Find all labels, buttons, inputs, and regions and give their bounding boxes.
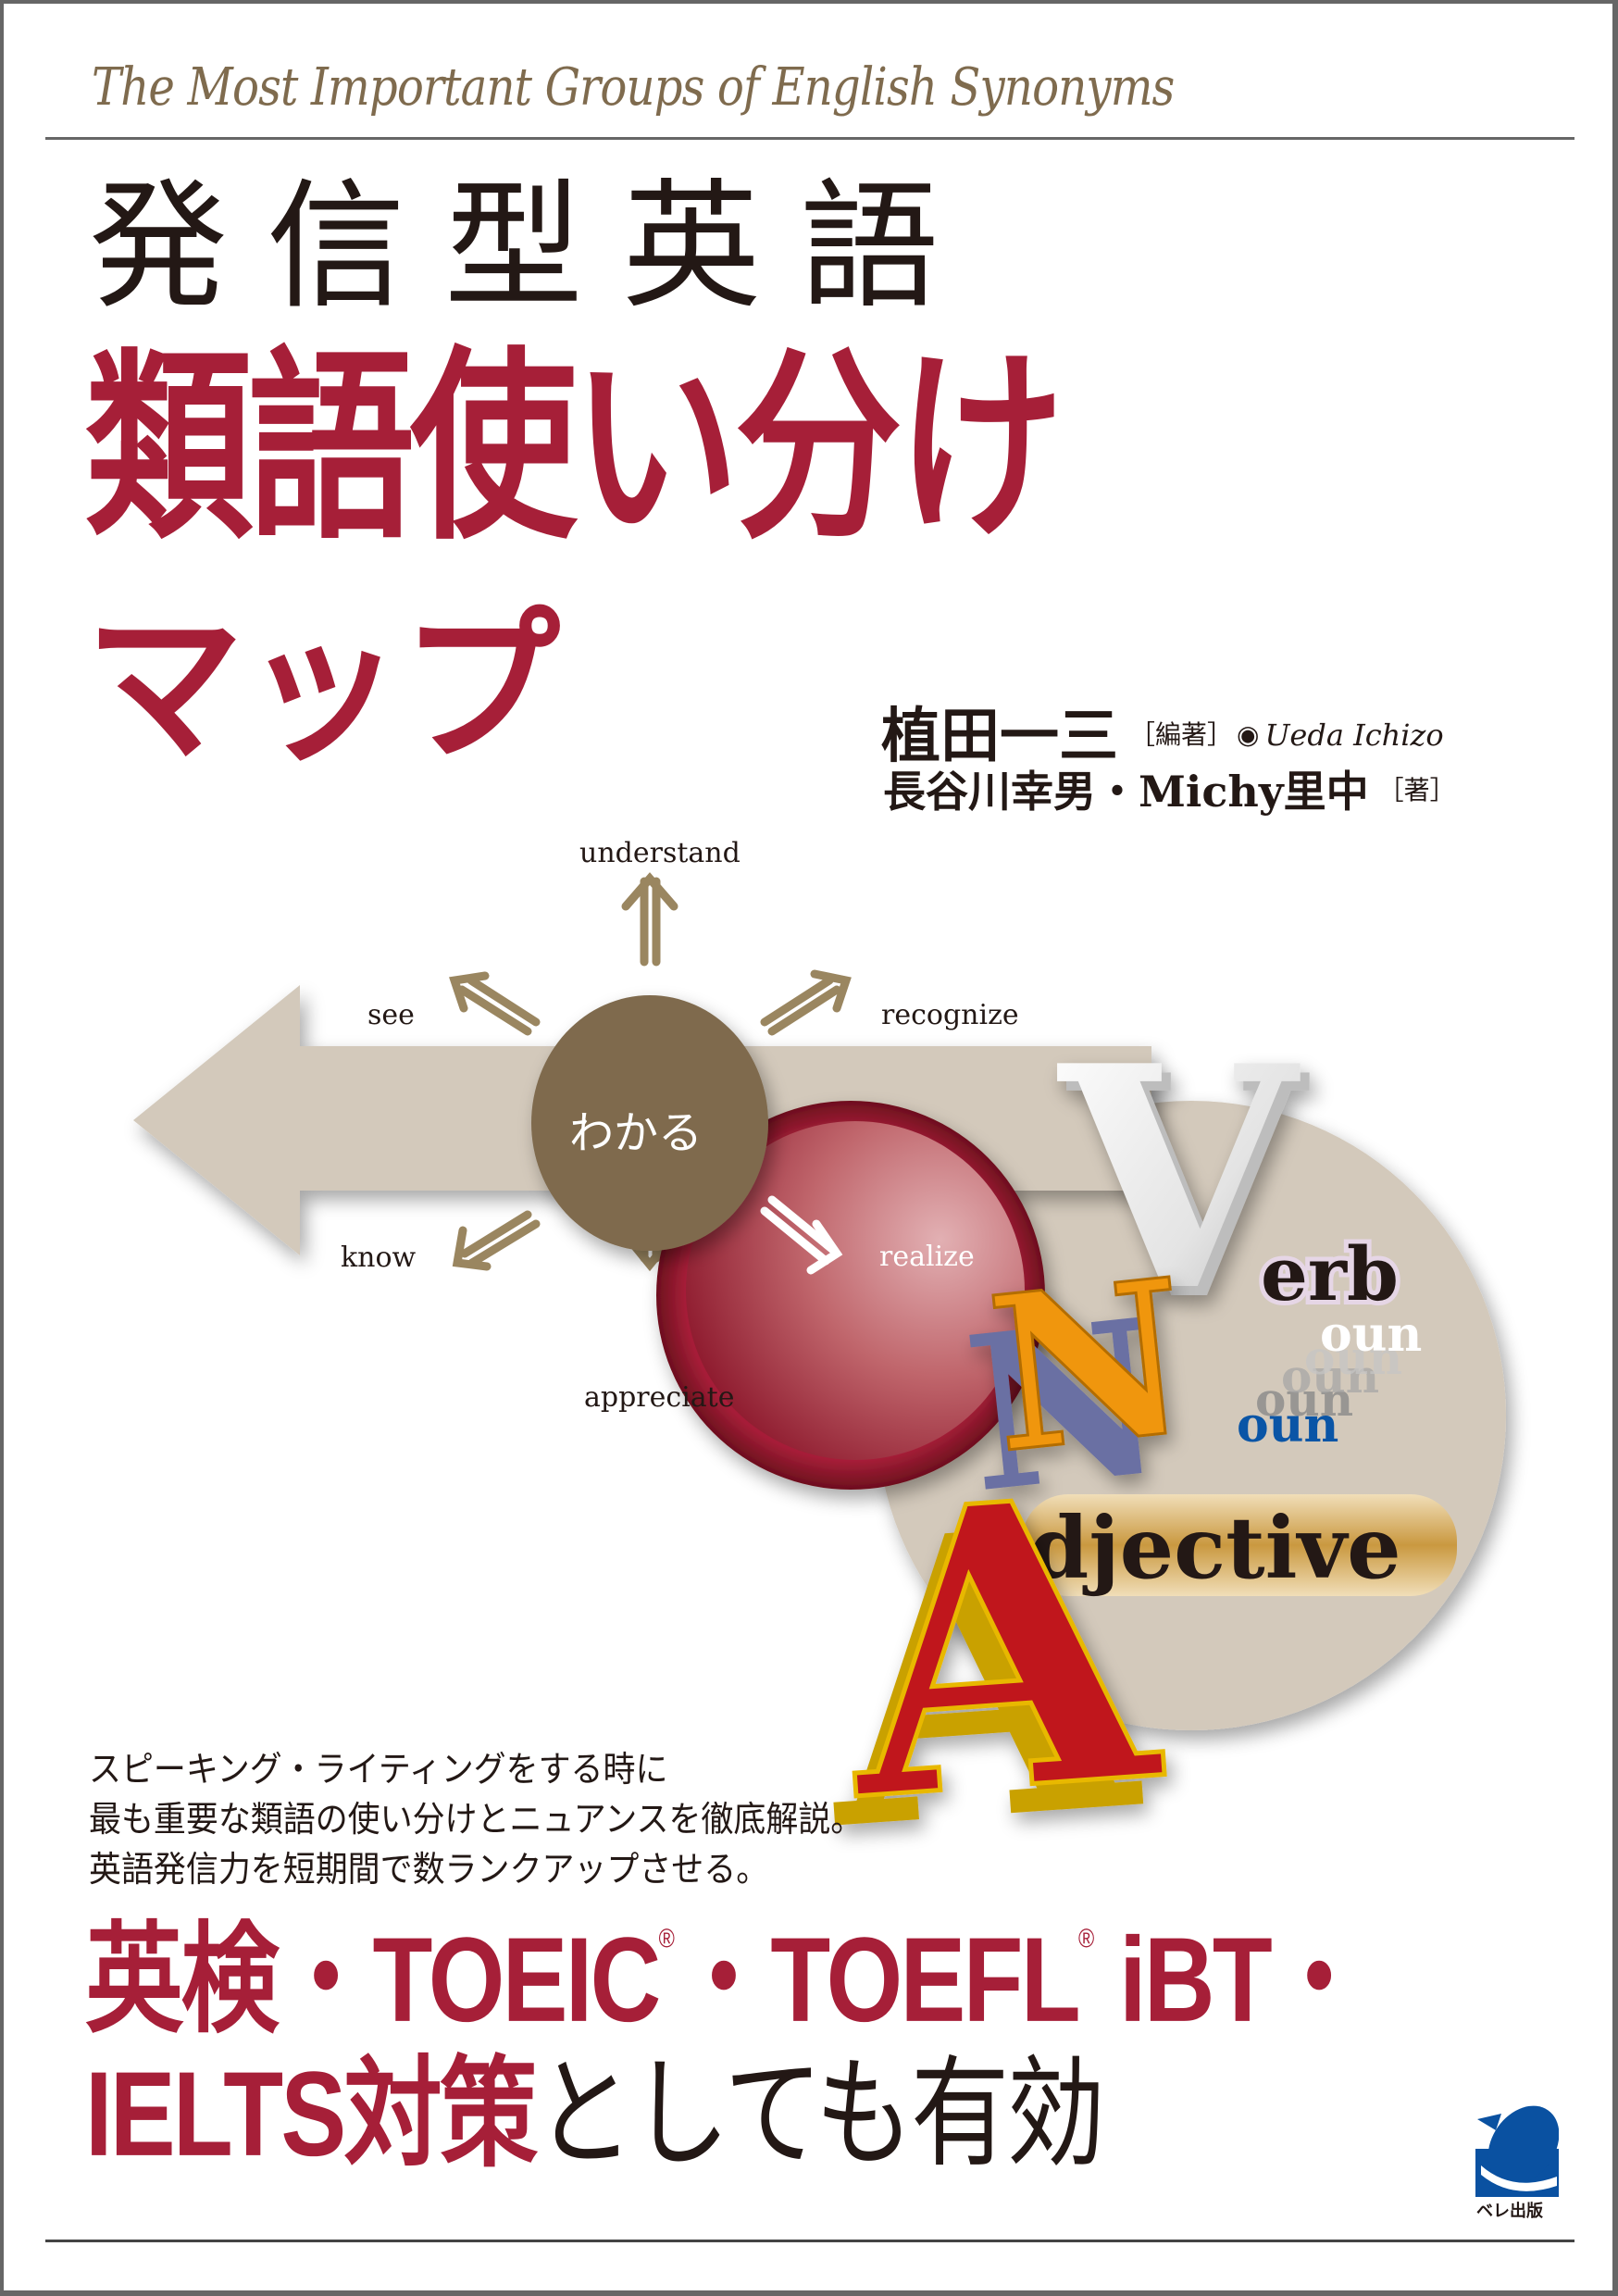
synonym-recognize: recognize (881, 999, 1019, 1031)
title-line-2: 類語使い分け (85, 329, 1064, 568)
english-subtitle: The Most Important Groups of English Syn… (92, 57, 1175, 118)
svg-text:V: V (1054, 999, 1302, 1358)
description: スピーキング・ライティングをする時に 最も重要な類語の使い分けとニュアンスを徹底… (89, 1744, 863, 1894)
svg-text:oun: oun (1255, 1372, 1353, 1427)
center-circle (531, 995, 768, 1251)
writers-names: 長谷川幸男・Michy里中 (883, 767, 1369, 817)
letter-a: A A (806, 1409, 1176, 1918)
center-word: わかる (568, 1107, 703, 1159)
editor-role: ［編著］ (1129, 719, 1234, 750)
editor-roman-name: Ueda Ichizo (1264, 718, 1444, 753)
writers-credit: 長谷川幸男・Michy里中 ［著］ (883, 758, 1456, 819)
noun-rest-white: oun (1320, 1306, 1422, 1363)
title-line-3: マップ (85, 592, 561, 785)
promo-line-2: IELTS対策としても有効 (85, 2054, 1105, 2175)
synonym-map-illustration: V V erb oun oun oun oun oun N N djective… (133, 872, 1506, 1918)
svg-text:V: V (1064, 1008, 1312, 1367)
synonym-understand: understand (579, 837, 741, 869)
adjective-rest: djective (1029, 1498, 1401, 1598)
noun-rest-blue: oun (1237, 1397, 1338, 1454)
promo-text-black: としても有効 (535, 2047, 1105, 2182)
promo-text: ・TOEFL (674, 1913, 1081, 2048)
description-line: 英語発信力を短期間で数ランクアップさせる。 (89, 1849, 769, 1890)
title-line-1: 発信型英語 (89, 167, 978, 328)
promo-text: iBT・ (1094, 1913, 1368, 2048)
book-cover: The Most Important Groups of English Syn… (4, 4, 1612, 2290)
promo-text-red: IELTS対策 (85, 2047, 538, 2182)
svg-text:oun: oun (1304, 1330, 1402, 1385)
synonym-appreciate: appreciate (584, 1381, 735, 1414)
promo-text: 英検・TOEIC (85, 1913, 661, 2048)
editor-name: 植田一三 (881, 702, 1118, 771)
synonym-see: see (367, 999, 415, 1031)
synonym-know: know (341, 1242, 417, 1274)
writers-role: ［著］ (1377, 775, 1456, 805)
letter-v: V V (1054, 999, 1312, 1367)
promo-line-1: 英検・TOEIC®・TOEFL® iBT・ (85, 1920, 1368, 2040)
svg-text:N: N (979, 1232, 1199, 1501)
registered-mark: ® (658, 1923, 675, 1954)
editor-credit: 植田一三 ［編著］◉Ueda Ichizo (881, 689, 1444, 774)
verb-rest: erb (1261, 1230, 1399, 1317)
svg-text:A: A (806, 1441, 1153, 1918)
top-divider (45, 137, 1574, 140)
publisher-name: ベレ出版 (1476, 2202, 1543, 2221)
bullet-icon: ◉ (1237, 719, 1260, 750)
description-line: 最も重要な類語の使い分けとニュアンスを徹底解説。 (89, 1799, 864, 1840)
description-line: スピーキング・ライティングをする時に (89, 1749, 668, 1790)
red-button-face (686, 1121, 1025, 1460)
synonym-realize: realize (879, 1241, 975, 1273)
bottom-divider (45, 2240, 1574, 2242)
svg-text:A: A (828, 1411, 1175, 1889)
registered-mark: ® (1077, 1923, 1095, 1954)
letter-n: N N (955, 1231, 1200, 1541)
realize-arrow (760, 1195, 843, 1275)
svg-text:oun: oun (1281, 1349, 1379, 1404)
publisher-logo-icon (1475, 2105, 1559, 2197)
